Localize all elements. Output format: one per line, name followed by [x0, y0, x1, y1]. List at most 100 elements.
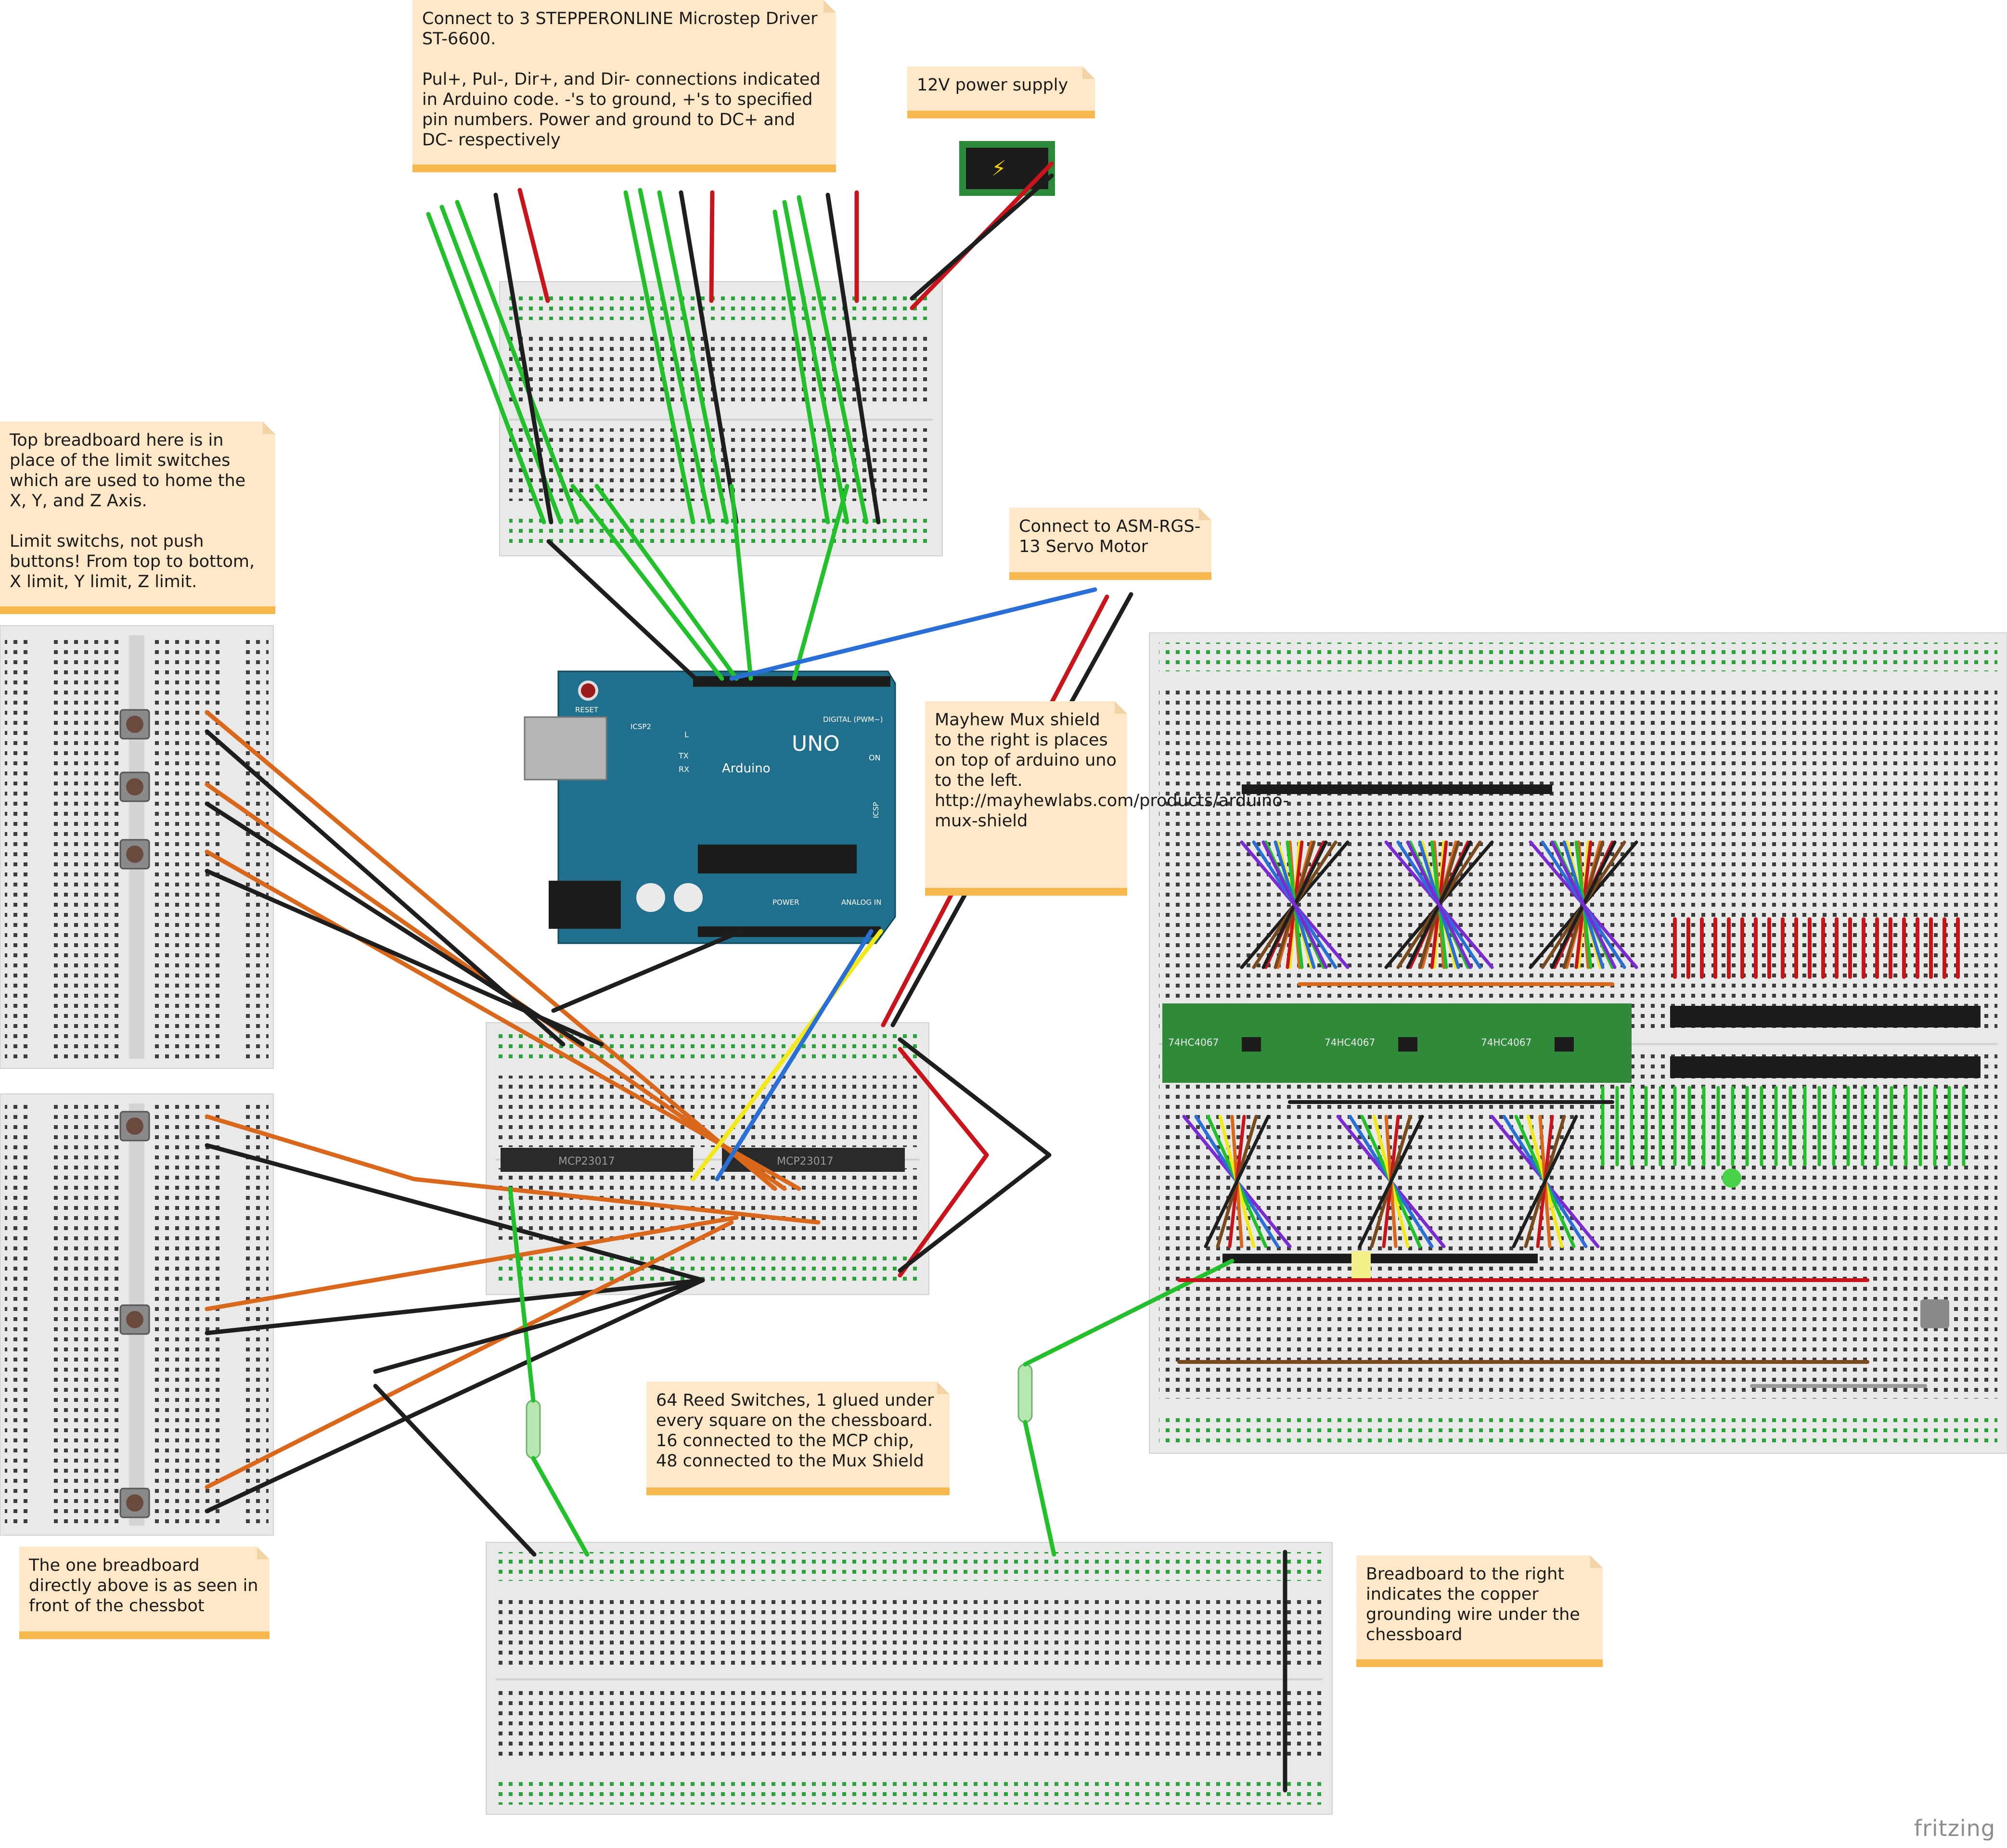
mcp23017-left: MCP23017 — [501, 1148, 693, 1172]
breadboard-front-holes-left — [53, 1104, 122, 1526]
wire — [1023, 1420, 1056, 1557]
reset-button — [578, 680, 598, 701]
icsp-label: ICSP — [872, 802, 880, 818]
capacitor-right — [674, 883, 703, 912]
wire — [1550, 840, 1617, 969]
wire — [205, 1215, 739, 1311]
breadboard-mux-rail-bottom — [1159, 1415, 1997, 1444]
icsp2-label: ICSP2 — [630, 722, 651, 731]
wire — [205, 1220, 734, 1489]
push-button-cap — [126, 1311, 143, 1328]
wires — [205, 161, 1966, 1793]
wire — [797, 195, 869, 525]
usb-connector — [524, 716, 607, 781]
breadboard-stepper-rail-top — [509, 291, 933, 320]
wire — [772, 209, 830, 525]
reed-switch — [526, 1399, 541, 1459]
wire — [709, 190, 715, 303]
wire — [898, 1047, 989, 1278]
breadboard-grounding-rail-bottom — [496, 1776, 1323, 1805]
wire — [1204, 1115, 1270, 1248]
power-jack — [549, 881, 621, 929]
note-front-breadboard: The one breadboard directly above is as … — [19, 1547, 270, 1639]
push-button-cap — [126, 846, 143, 863]
wire — [205, 869, 604, 1047]
mux-reset-button — [1920, 1299, 1949, 1328]
wire — [1512, 1115, 1578, 1248]
breadboard-grounding-holes-bottom — [496, 1688, 1323, 1759]
mux-header-top — [1242, 784, 1552, 794]
push-button-cap — [126, 778, 143, 796]
wire — [825, 192, 881, 525]
wire — [373, 1384, 537, 1557]
wire — [426, 212, 546, 525]
breadboard-grounding-divider — [496, 1678, 1323, 1681]
wire — [1358, 1115, 1424, 1248]
breadboards — [0, 281, 2007, 1815]
wire — [570, 484, 724, 681]
breadboard-stepper-holes-top — [509, 334, 933, 407]
wire — [594, 484, 739, 681]
note-grounding: Breadboard to the right indicates the co… — [1356, 1555, 1603, 1667]
note-mux-shield: Mayhew Mux shield to the right is places… — [925, 701, 1289, 896]
wire — [657, 190, 729, 525]
wire — [910, 173, 1054, 301]
wire — [898, 1037, 1052, 1273]
reset-label: RESET — [575, 706, 599, 714]
led-tx-label: TX — [678, 751, 689, 760]
note-limit-switches: Top breadboard here is in place of the l… — [0, 422, 275, 614]
digital-label: DIGITAL (PWM~) — [823, 715, 883, 724]
mux-shield-board — [1162, 1003, 1632, 1083]
power-bolt-icon: ⚡ — [991, 156, 1006, 181]
wire — [205, 1278, 705, 1335]
breadboard-front-rail-left — [5, 1104, 29, 1526]
breadboard-mcp-rail-top — [496, 1032, 919, 1061]
breadboard-front-rail-right — [244, 1104, 269, 1526]
digital-header — [693, 676, 890, 687]
wire — [782, 200, 849, 525]
wire — [623, 190, 695, 525]
atmega-chip — [698, 845, 857, 873]
breadboard-limit-switches-rail-right — [244, 635, 269, 1059]
wire — [691, 929, 883, 1181]
wire — [205, 1143, 705, 1283]
breadboard-limit-switches-holes-right — [151, 635, 220, 1059]
power-jack-12v — [959, 141, 1055, 196]
wire — [493, 192, 553, 525]
breadboard-grounding — [486, 1542, 1333, 1815]
push-button-cap — [126, 716, 143, 733]
breadboard-front-holes-right — [151, 1104, 220, 1526]
led-on-label: ON — [869, 753, 881, 762]
wire — [205, 801, 585, 1047]
wire — [205, 849, 801, 1191]
breadboard-mux — [1149, 632, 2007, 1454]
breadboard-stepper — [499, 281, 943, 556]
wire — [638, 188, 712, 525]
wire — [551, 929, 744, 1013]
arduino-brand-label: Arduino — [722, 761, 771, 776]
mcp23017-left-body — [501, 1148, 693, 1172]
arduino-header-upper — [1670, 1006, 1981, 1027]
analog-label: ANALOG IN — [841, 898, 881, 907]
green-led — [1722, 1168, 1741, 1188]
wire — [1261, 840, 1328, 969]
wire — [792, 484, 849, 681]
note-reed-switches: 64 Reed Switches, 1 glued under every sq… — [646, 1382, 950, 1495]
wire — [205, 1278, 705, 1514]
arduino-model-label: UNO — [792, 732, 840, 756]
wire — [1406, 840, 1472, 969]
led-l-label: L — [684, 730, 689, 739]
wire — [1023, 1258, 1235, 1367]
wire — [455, 200, 580, 525]
arduino-header-lower — [1670, 1056, 1981, 1078]
arduino-board — [557, 670, 896, 944]
mcp23017-right-label: MCP23017 — [777, 1155, 834, 1168]
wire — [715, 929, 874, 1181]
wire — [517, 188, 550, 303]
breadboard-limit-switches-rail-left — [5, 635, 29, 1059]
breadboard-mcp-holes-bottom — [496, 1168, 919, 1240]
wire — [729, 484, 753, 681]
